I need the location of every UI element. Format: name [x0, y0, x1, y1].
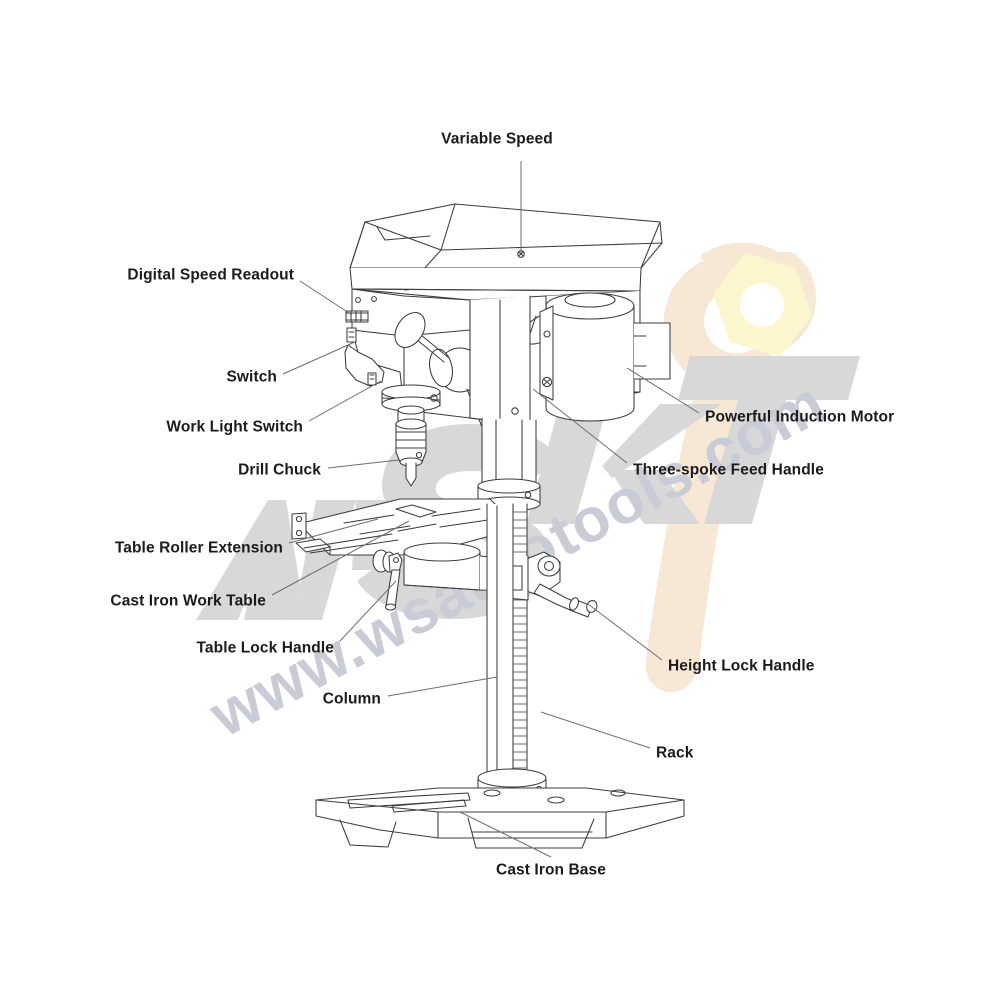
leader-line-switch — [282, 340, 358, 375]
leader-line-digital-speed-readout — [299, 280, 353, 316]
leader-line-work-light-switch — [308, 380, 382, 422]
leader-line-height-lock-handle — [587, 603, 663, 661]
callout-label-table-roller-extension: Table Roller Extension — [114, 539, 283, 557]
leader-line-table-roller-extension — [288, 518, 379, 544]
leader-line-cast-iron-base — [459, 811, 552, 858]
callout-label-drill-chuck: Drill Chuck — [238, 461, 321, 479]
leader-line-powerful-induction-motor — [626, 367, 700, 414]
leader-line-three-spoke-feed-handle — [532, 388, 628, 464]
callout-label-work-light-switch: Work Light Switch — [166, 418, 303, 436]
leader-line-drill-chuck — [327, 459, 400, 469]
leader-line-cast-iron-work-table — [271, 520, 410, 596]
callout-label-switch: Switch — [226, 368, 277, 386]
callout-label-table-lock-handle: Table Lock Handle — [196, 639, 334, 657]
callout-label-cast-iron-base: Cast Iron Base — [496, 861, 606, 879]
leader-line-table-lock-handle — [339, 580, 397, 642]
leader-line-column — [387, 676, 498, 697]
callout-label-rack: Rack — [656, 744, 694, 762]
callout-label-height-lock-handle: Height Lock Handle — [668, 657, 815, 675]
callout-label-three-spoke-feed-handle: Three-spoke Feed Handle — [633, 461, 824, 479]
callout-label-column: Column — [322, 690, 381, 708]
callout-label-cast-iron-work-table: Cast Iron Work Table — [110, 592, 266, 610]
leader-line-rack — [540, 711, 651, 749]
wrench-icon — [645, 242, 817, 692]
callout-label-powerful-induction-motor: Powerful Induction Motor — [705, 408, 895, 426]
callout-label-variable-speed: Variable Speed — [441, 130, 553, 148]
callout-label-digital-speed-readout: Digital Speed Readout — [127, 266, 294, 284]
